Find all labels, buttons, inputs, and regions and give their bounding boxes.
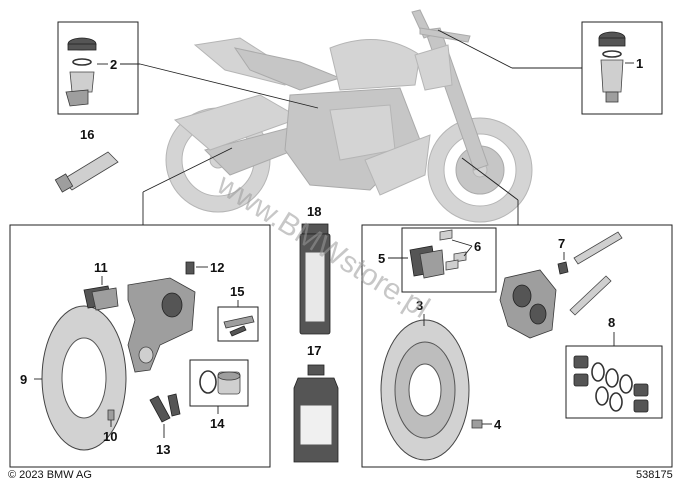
motorcycle-illustration	[165, 9, 533, 223]
callout-7: 7	[558, 236, 565, 251]
bleed-screw	[185, 261, 195, 275]
brake-fluid-bottle	[293, 364, 339, 463]
callout-10: 10	[103, 429, 117, 444]
callout-16: 16	[80, 127, 94, 142]
callout-15: 15	[230, 284, 244, 299]
callout-3: 3	[416, 298, 423, 313]
diagram-number: 538175	[636, 469, 673, 481]
callout-11: 11	[94, 260, 108, 275]
callout-4: 4	[494, 417, 502, 432]
front-pads-box	[401, 227, 497, 293]
rear-piston-kit	[199, 370, 241, 395]
callout-12: 12	[210, 260, 224, 275]
callout-14: 14	[210, 416, 225, 431]
grease-tube	[54, 151, 119, 193]
mounting-bolt-lower	[569, 275, 612, 316]
callout-17: 17	[307, 343, 321, 358]
front-brake-fluid-reservoir	[598, 31, 626, 103]
front-bleed-screw	[557, 261, 569, 275]
callout-8: 8	[608, 315, 615, 330]
rear-brake-pads	[83, 285, 119, 311]
rear-brake-assembly-box	[9, 224, 271, 468]
front-disc-bolt	[471, 419, 483, 429]
callout-6: 6	[474, 239, 481, 254]
pad-pin-set-box	[217, 306, 259, 342]
callout-13: 13	[156, 442, 170, 457]
front-brake-assembly-box	[361, 224, 673, 468]
callout-2: 2	[110, 57, 117, 72]
rear-brake-caliper	[127, 277, 196, 373]
rear-brake-fluid-reservoir	[65, 37, 97, 107]
front-piston-kit	[573, 355, 649, 413]
mounting-bolt-upper	[573, 231, 623, 265]
front-brake-pads	[409, 245, 445, 279]
front-piston-kit-box	[565, 345, 663, 419]
pad-pin-set	[223, 315, 255, 337]
callout-1: 1	[636, 56, 643, 71]
callout-18: 18	[307, 204, 321, 219]
front-brake-disc	[380, 319, 470, 461]
rear-piston-kit-box	[189, 359, 249, 407]
callout-5: 5	[378, 251, 385, 266]
spray-can	[299, 223, 331, 335]
copyright-text: © 2023 BMW AG	[8, 469, 92, 481]
inset-box-rear-reservoir	[57, 21, 139, 115]
disc-bolt	[107, 409, 115, 421]
callout-9: 9	[20, 372, 27, 387]
rear-brake-disc	[41, 305, 127, 451]
pad-springs	[439, 229, 467, 271]
caliper-bolts	[149, 393, 181, 423]
front-brake-caliper	[499, 269, 557, 339]
